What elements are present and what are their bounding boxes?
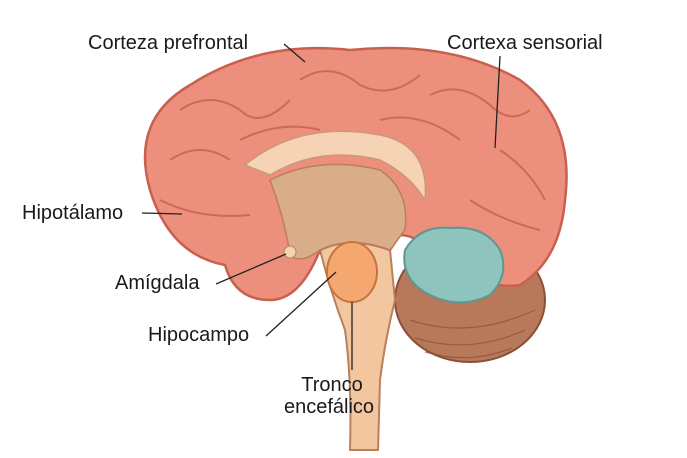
label-hipotalamo: Hipotálamo (22, 202, 124, 224)
label-cortexa-sensorial: Cortexa sensorial (447, 32, 603, 54)
corpus-callosum (243, 130, 427, 203)
leader-sensorial (494, 55, 501, 149)
leader-hipotalamo (141, 212, 183, 215)
label-tronco-line2: encefálico (284, 396, 375, 418)
leader-amigdala (215, 253, 287, 285)
hippocampus (326, 241, 378, 303)
label-corteza-prefrontal: Corteza prefrontal (88, 32, 249, 54)
label-tronco-line1: Tronco (301, 374, 363, 396)
leader-prefrontal (283, 43, 306, 63)
amygdala (283, 245, 297, 259)
label-tronco-encefalico: Tronco encefálico (284, 374, 374, 418)
label-hipocampo: Hipocampo (148, 324, 250, 346)
leader-hipocampo (265, 271, 337, 337)
arbor-vitae (403, 226, 505, 304)
label-amigdala: Amígdala (115, 272, 200, 294)
